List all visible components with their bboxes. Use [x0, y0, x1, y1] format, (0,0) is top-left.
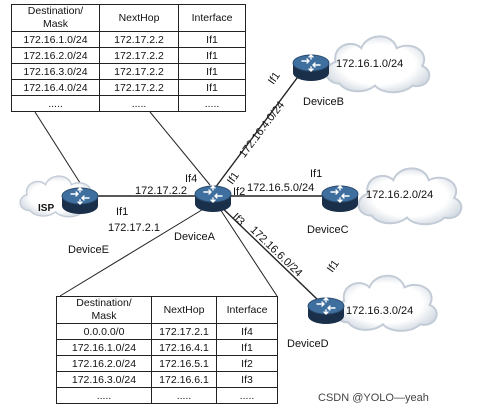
router-e-icon[interactable] — [61, 187, 99, 215]
device-label-e: DeviceE — [68, 244, 109, 256]
bottom-table-connector — [59, 204, 211, 297]
cell-destination: 172.16.1.0/24 — [56, 339, 152, 356]
cell-interface: If4 — [216, 323, 278, 340]
link-a-d — [213, 199, 319, 301]
top-table-connector — [149, 111, 211, 186]
table-row: 172.16.1.0/24 172.17.2.2 If1 — [11, 31, 246, 48]
interface-label-a-if2: If2 — [233, 186, 246, 198]
link-ip-a-side: 172.17.2.2 — [135, 185, 187, 197]
table-row: 172.16.1.0/24 172.16.4.1 If1 — [56, 339, 278, 356]
cell-interface: ..... — [216, 387, 278, 404]
interface-label-a-if4: If4 — [185, 173, 198, 185]
table-row: ..... ..... ..... — [56, 387, 278, 404]
link-subnet-a-c: 172.16.5.0/24 — [247, 182, 315, 194]
cell-destination: 172.16.4.0/24 — [11, 79, 100, 96]
isp-label: ISP — [38, 203, 55, 214]
cell-destination: 172.16.2.0/24 — [56, 355, 152, 372]
cell-interface: If2 — [216, 355, 278, 372]
column-header-interface: Interface — [216, 296, 278, 324]
table-row: 172.16.3.0/24 172.16.6.1 If3 — [56, 371, 278, 388]
router-b-icon[interactable] — [292, 54, 330, 82]
column-header-destination: Destination/ Mask — [56, 296, 152, 324]
cell-interface: If1 — [178, 79, 246, 96]
top-table-connector — [34, 111, 83, 187]
cell-interface: If1 — [178, 63, 246, 80]
cell-interface: If3 — [216, 371, 278, 388]
interface-label-e-if1: If1 — [116, 206, 129, 218]
cell-destination: ..... — [11, 95, 100, 112]
cell-nexthop: 172.16.5.1 — [151, 355, 217, 372]
bottom-table-connector — [217, 205, 278, 297]
cell-nexthop: 172.16.6.1 — [151, 371, 217, 388]
link-ip-e-side: 172.17.2.1 — [108, 222, 160, 234]
bottom-routing-table: Destination/ Mask NextHop Interface 0.0.… — [56, 296, 278, 404]
router-c-icon[interactable] — [321, 185, 359, 213]
table-row: 172.16.4.0/24 172.17.2.2 If1 — [11, 79, 246, 96]
cell-nexthop: 172.16.4.1 — [151, 339, 217, 356]
network-cloud-d — [334, 274, 438, 332]
network-label-b: 172.16.1.0/24 — [336, 58, 404, 70]
network-label-d: 172.16.3.0/24 — [346, 305, 414, 317]
cell-destination: 172.16.3.0/24 — [56, 371, 152, 388]
router-a-icon[interactable] — [194, 185, 232, 213]
cell-nexthop: ..... — [99, 95, 179, 112]
network-label-c: 172.16.2.0/24 — [366, 189, 434, 201]
top-routing-table: Destination/ Mask NextHop Interface 172.… — [11, 4, 246, 112]
cell-destination: 0.0.0.0/0 — [56, 323, 152, 340]
interface-label-c-if1: If1 — [310, 168, 323, 180]
cell-interface: ..... — [178, 95, 246, 112]
column-header-nexthop: NextHop — [151, 296, 217, 324]
watermark: CSDN @YOLO—yeah — [318, 392, 429, 404]
cell-interface: If1 — [178, 47, 246, 64]
cell-nexthop: 172.17.2.2 — [99, 31, 179, 48]
column-header-destination: Destination/ Mask — [11, 4, 100, 32]
table-row: 172.16.2.0/24 172.17.2.2 If1 — [11, 47, 246, 64]
cell-destination: ..... — [56, 387, 152, 404]
router-d-icon[interactable] — [307, 297, 345, 325]
cell-nexthop: ..... — [151, 387, 217, 404]
device-label-a: DeviceA — [174, 231, 215, 243]
table-row: 172.16.2.0/24 172.16.5.1 If2 — [56, 355, 278, 372]
column-header-interface: Interface — [178, 4, 246, 32]
table-row: 0.0.0.0/0 172.17.2.1 If4 — [56, 323, 278, 340]
cell-destination: 172.16.1.0/24 — [11, 31, 100, 48]
cell-destination: 172.16.2.0/24 — [11, 47, 100, 64]
cell-destination: 172.16.3.0/24 — [11, 63, 100, 80]
table-row: ..... ..... ..... — [11, 95, 246, 112]
cell-nexthop: 172.17.2.2 — [99, 79, 179, 96]
cell-interface: If1 — [178, 31, 246, 48]
link-a-b — [211, 65, 307, 193]
cell-nexthop: 172.17.2.2 — [99, 47, 179, 64]
device-label-b: DeviceB — [303, 96, 344, 108]
device-label-c: DeviceC — [307, 224, 349, 236]
table-row: 172.16.3.0/24 172.17.2.2 If1 — [11, 63, 246, 80]
column-header-nexthop: NextHop — [99, 4, 179, 32]
cell-nexthop: 172.17.2.1 — [151, 323, 217, 340]
cell-interface: If1 — [216, 339, 278, 356]
cell-nexthop: 172.17.2.2 — [99, 63, 179, 80]
device-label-d: DeviceD — [287, 338, 329, 350]
